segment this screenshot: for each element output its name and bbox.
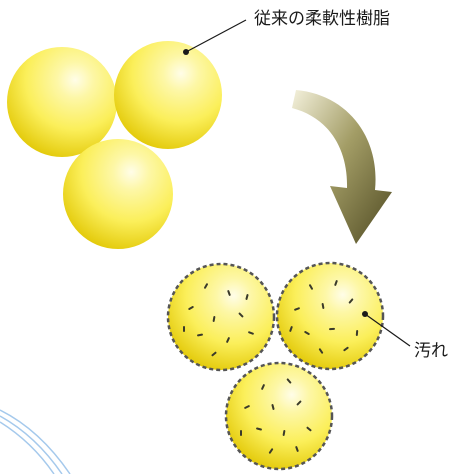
dirty-sphere-group (166, 261, 385, 471)
dirty-sphere (224, 361, 334, 471)
resin-sphere (63, 139, 173, 249)
transition-arrow (292, 90, 392, 244)
resin-leader (183, 19, 247, 55)
resin-sphere (7, 47, 117, 157)
conventional-resin-label: 従来の柔軟性樹脂 (254, 9, 390, 29)
dirt-leader (364, 313, 411, 347)
dirty-sphere (166, 262, 276, 372)
dirt-label: 汚れ (414, 341, 448, 361)
decorative-swoosh (0, 409, 71, 474)
resin-sphere (114, 41, 222, 149)
resin-sphere-group (7, 41, 222, 249)
